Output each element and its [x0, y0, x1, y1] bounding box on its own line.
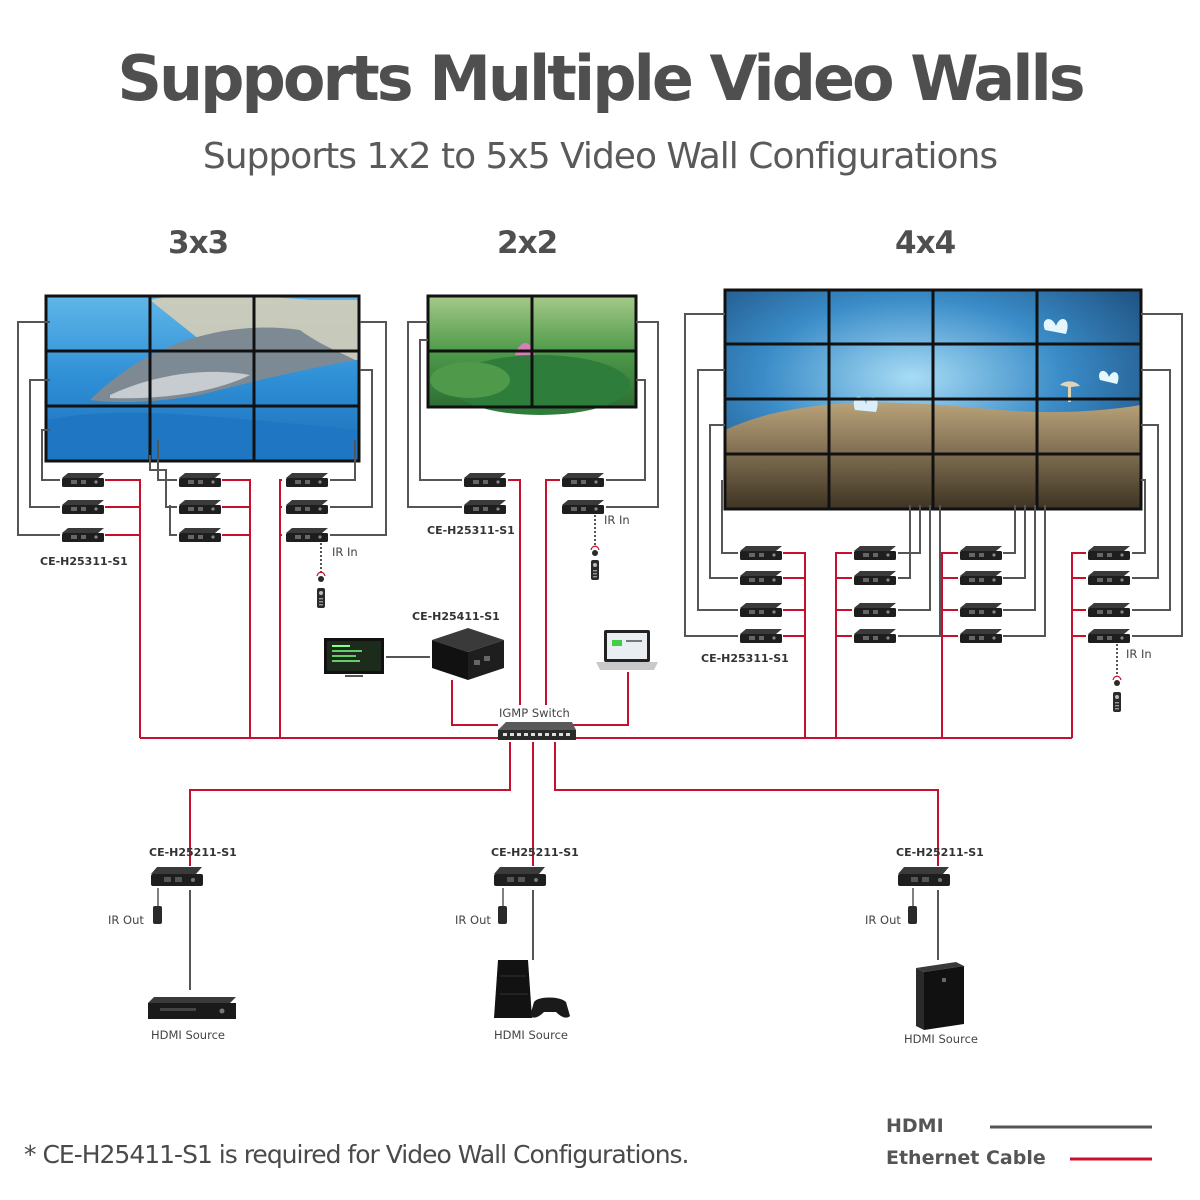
transmitter-model-label-2: CE-H25211-S1: [491, 846, 579, 859]
video-wall-3x3: [44, 294, 361, 463]
transmitters: [151, 867, 950, 886]
ethernet-cables: [105, 479, 1086, 866]
blu-ray-player-icon: [148, 997, 236, 1019]
wall-label-2x2: 2x2: [497, 225, 558, 261]
transmitter-model-label-3: CE-H25211-S1: [896, 846, 984, 859]
ir-emitter-icon: [908, 906, 917, 924]
legend-ethernet-label: Ethernet Cable: [886, 1147, 1046, 1169]
ir-in-label-4x4: IR In: [1126, 647, 1152, 661]
receiver-model-label-3x3: CE-H25311-S1: [40, 555, 128, 568]
page-subtitle: Supports 1x2 to 5x5 Video Wall Configura…: [202, 136, 998, 177]
switch-label: IGMP Switch: [499, 706, 570, 720]
controller-model-label: CE-H25411-S1: [412, 610, 500, 623]
remote-icon: [591, 560, 599, 580]
page-title: Supports Multiple Video Walls: [117, 42, 1085, 115]
ir-out-label-2: IR Out: [455, 913, 491, 927]
ir-emitter-icon: [498, 906, 507, 924]
wall-label-4x4: 4x4: [895, 225, 956, 261]
ir-in-group: [316, 515, 1122, 712]
game-console-icon: [494, 960, 570, 1018]
receiver-model-label-2x2: CE-H25311-S1: [427, 524, 515, 537]
ir-emitter-icon: [153, 906, 162, 924]
ir-out-label-3: IR Out: [865, 913, 901, 927]
ir-sensor-icon: [1112, 675, 1122, 687]
ir-in-label-2x2: IR In: [604, 513, 630, 527]
controller-box: [432, 628, 504, 680]
hdmi-source-label-2: HDMI Source: [494, 1028, 568, 1042]
pc-tower-icon: [916, 962, 964, 1030]
remote-icon: [1113, 692, 1121, 712]
laptop-icon: [596, 630, 658, 670]
monitor-icon: [324, 638, 384, 677]
ir-out-group: [153, 888, 917, 924]
ir-sensor-icon: [316, 571, 326, 583]
video-wall-4x4: [723, 288, 1143, 511]
transmitter-model-label-1: CE-H25211-S1: [149, 846, 237, 859]
hdmi-source-label-1: HDMI Source: [151, 1028, 225, 1042]
hdmi-cables: [17, 313, 1183, 990]
receiver-model-label-4x4: CE-H25311-S1: [701, 652, 789, 665]
remote-icon: [317, 588, 325, 608]
hdmi-source-label-3: HDMI Source: [904, 1032, 978, 1046]
wall-label-3x3: 3x3: [168, 225, 229, 261]
igmp-switch: [498, 722, 576, 740]
ir-out-label-1: IR Out: [108, 913, 144, 927]
footnote: * CE-H25411-S1 is required for Video Wal…: [24, 1140, 690, 1169]
video-wall-2x2: [426, 294, 638, 415]
ir-sensor-icon: [590, 545, 600, 557]
legend-hdmi-label: HDMI: [886, 1115, 944, 1137]
ir-in-label-3x3: IR In: [332, 545, 358, 559]
